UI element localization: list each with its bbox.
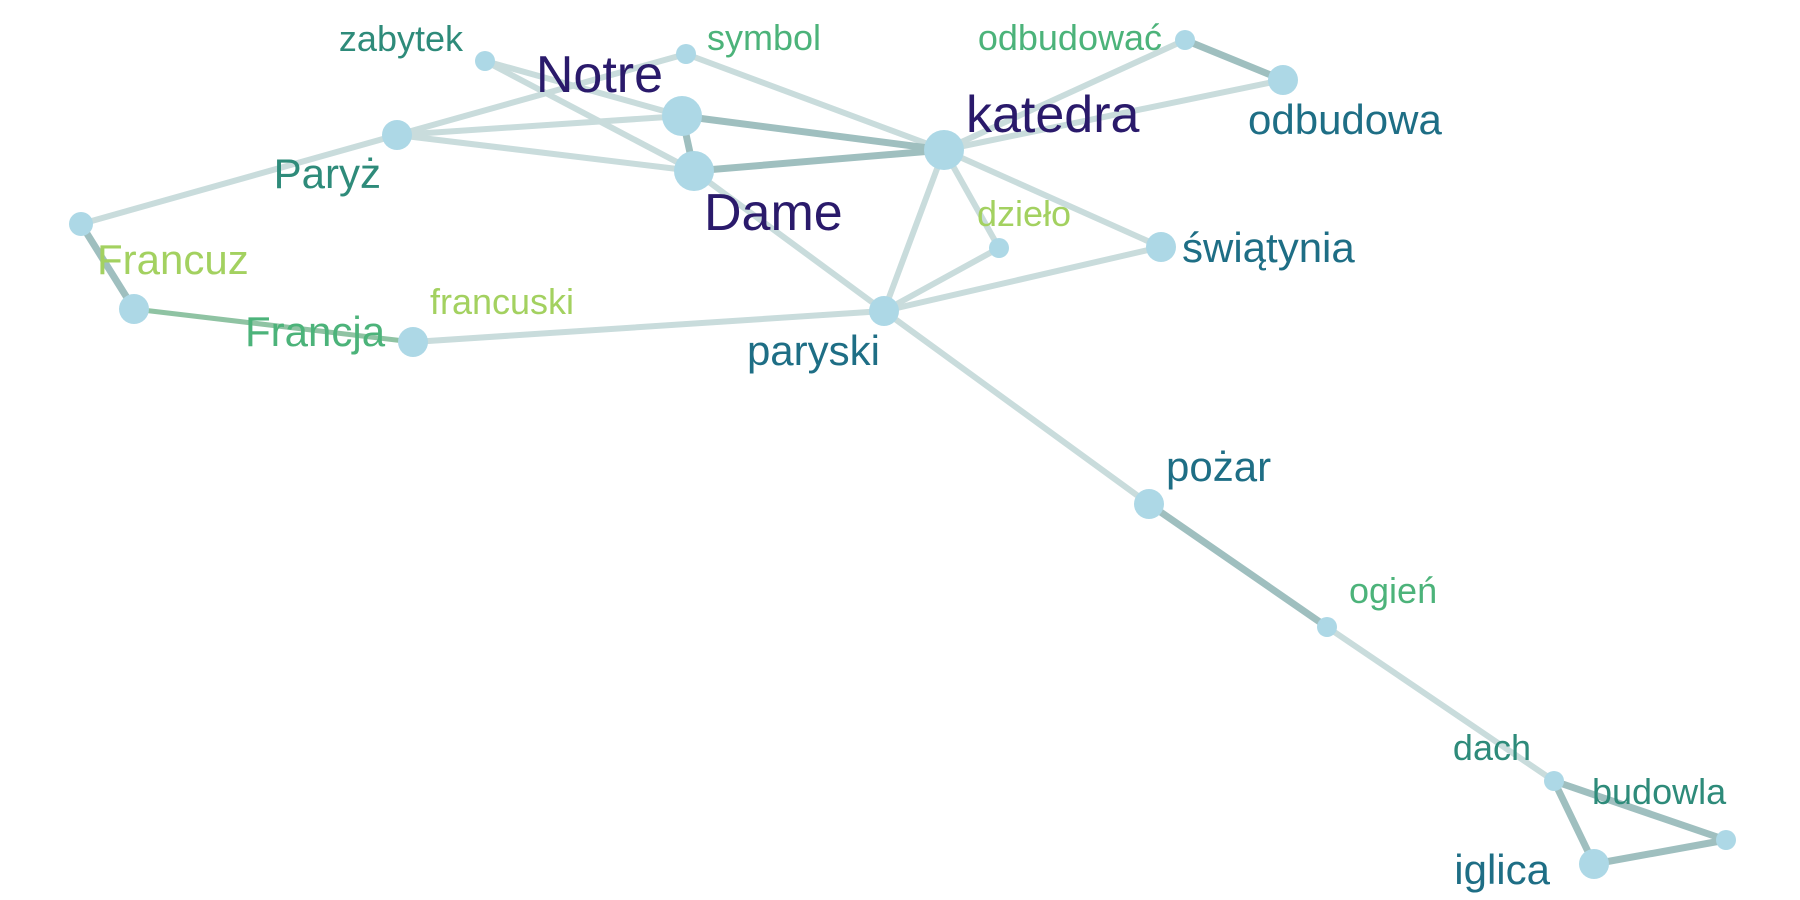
node-pozar <box>1134 489 1164 519</box>
edge-zabytek-Notre <box>482 58 685 119</box>
edge-dach-budowla <box>1550 777 1730 844</box>
label-paryski: paryski <box>747 327 880 374</box>
edge-dach-iglica <box>1550 777 1598 868</box>
edge-Dame-katedra <box>690 146 948 175</box>
node-odbudowa <box>1268 65 1298 95</box>
label-katedra: katedra <box>966 86 1140 144</box>
node-odbudowac <box>1175 30 1195 50</box>
edge-katedra-paryski <box>881 147 947 314</box>
label-zabytek: zabytek <box>339 18 464 59</box>
label-swiatynia: świątynia <box>1182 224 1355 271</box>
label-odbudowa: odbudowa <box>1248 96 1442 143</box>
node-Francuz <box>119 294 149 324</box>
edge-paryski-francuski <box>410 308 887 345</box>
label-Francuz: Francuz <box>97 236 249 283</box>
edge-ogien-dach <box>1324 624 1557 784</box>
edge-pozar-ogien <box>1145 500 1331 631</box>
node-Dame <box>674 151 714 191</box>
edge-Paryz-Notre <box>394 113 685 138</box>
label-Notre: Notre <box>536 46 663 104</box>
label-budowla: budowla <box>1592 771 1727 812</box>
label-symbol: symbol <box>707 17 821 58</box>
label-francuski: francuski <box>430 281 574 322</box>
node-paryski <box>869 296 899 326</box>
label-iglica: iglica <box>1454 846 1550 893</box>
node-katedra <box>924 130 964 170</box>
edge-symbol-katedra <box>683 51 947 153</box>
edge-Paryz-Dame <box>394 132 697 174</box>
edge-paryski-dzielo <box>881 245 1002 314</box>
edge-budowla-iglica <box>1590 836 1730 868</box>
edge-zabytek-Dame <box>482 58 697 174</box>
node-dach <box>1544 771 1564 791</box>
edge-symbol-Paryz <box>394 51 689 138</box>
edge-katedra-odbudowac <box>941 37 1188 153</box>
edge-Notre-katedra <box>678 112 948 154</box>
edge-odbudowac-odbudowa <box>1181 36 1287 84</box>
label-Dame: Dame <box>704 184 843 242</box>
node-zabytek <box>475 51 495 71</box>
label-Paryz: Paryż <box>274 150 381 197</box>
edge-katedra-swiatynia <box>941 147 1164 250</box>
label-dzielo: dzieło <box>977 193 1071 234</box>
edge-paryski-swiatynia <box>881 244 1164 314</box>
node-anchor <box>69 212 93 236</box>
node-Notre <box>662 96 702 136</box>
node-iglica <box>1579 849 1609 879</box>
node-Paryz <box>382 120 412 150</box>
edge-Paryz-Francuz_anchor <box>78 132 400 227</box>
node-ogien <box>1317 617 1337 637</box>
label-pozar: pożar <box>1166 443 1271 490</box>
edge-Francuz-Francja <box>131 306 416 345</box>
edges-layer <box>77 36 1730 868</box>
edge-paryski-pozar <box>881 308 1152 507</box>
label-dach: dach <box>1453 727 1531 768</box>
node-swiatynia <box>1146 232 1176 262</box>
label-Francja: Francja <box>245 308 386 355</box>
edge-Francuz_anchor-Francuz <box>77 220 138 313</box>
label-odbudowac: odbudować <box>978 17 1162 58</box>
label-ogien: ogień <box>1349 570 1437 611</box>
nodes-layer <box>69 30 1736 879</box>
node-Francja <box>398 327 428 357</box>
node-dzielo <box>989 238 1009 258</box>
edge-katedra-odbudowa <box>941 77 1286 153</box>
node-budowla <box>1716 830 1736 850</box>
edge-Dame-paryski <box>691 168 887 314</box>
node-symbol <box>676 44 696 64</box>
